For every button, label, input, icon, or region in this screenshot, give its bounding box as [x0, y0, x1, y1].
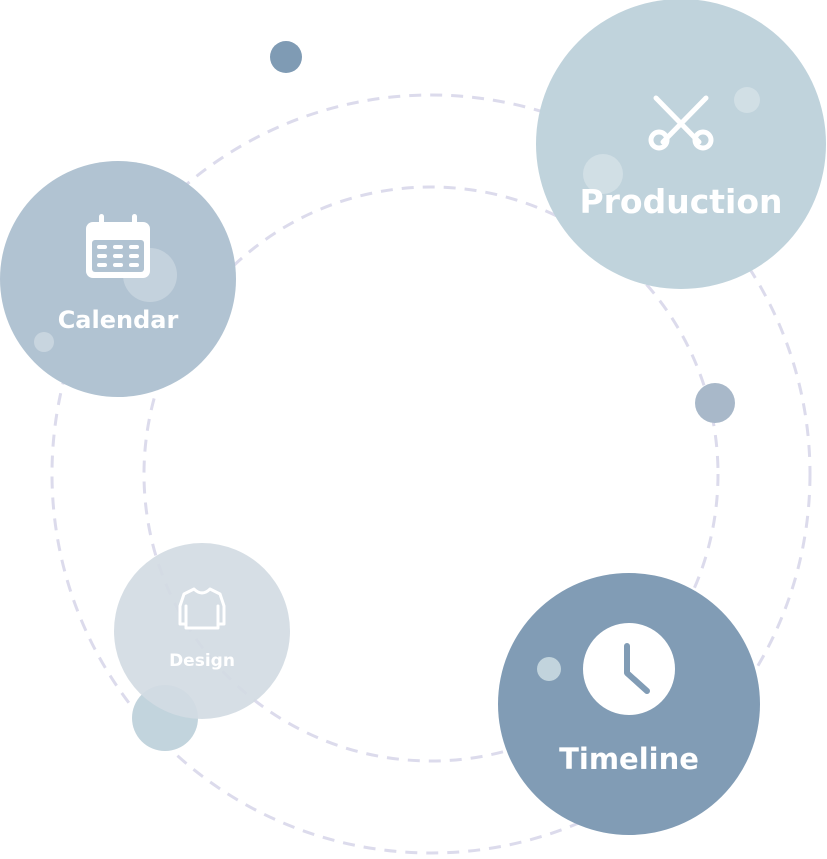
node-timeline[interactable]	[498, 573, 760, 835]
node-calendar[interactable]	[0, 161, 236, 397]
node-production-label: Production	[579, 182, 783, 221]
clock-icon	[583, 623, 675, 715]
node-production-bubble-1	[734, 87, 760, 113]
node-design-label: Design	[169, 651, 235, 671]
outer-orbit-ring	[50, 93, 812, 855]
node-calendar-label: Calendar	[57, 306, 179, 334]
scissors-icon	[648, 95, 714, 151]
node-calendar-circle	[0, 161, 236, 397]
node-production-circle	[536, 0, 826, 289]
node-design-circle	[114, 543, 290, 719]
node-timeline-bubble	[537, 657, 561, 681]
sweater-icon	[178, 587, 226, 630]
node-production-bubble-2	[583, 154, 623, 194]
node-production[interactable]	[536, 0, 826, 289]
calendar-icon	[86, 214, 150, 278]
node-design[interactable]	[114, 543, 290, 719]
orbit-dot-top	[270, 41, 302, 73]
node-calendar-bubble-2	[34, 332, 54, 352]
node-timeline-label: Timeline	[559, 742, 699, 776]
inner-orbit-ring	[142, 185, 720, 763]
orbit-dot-right	[695, 383, 735, 423]
